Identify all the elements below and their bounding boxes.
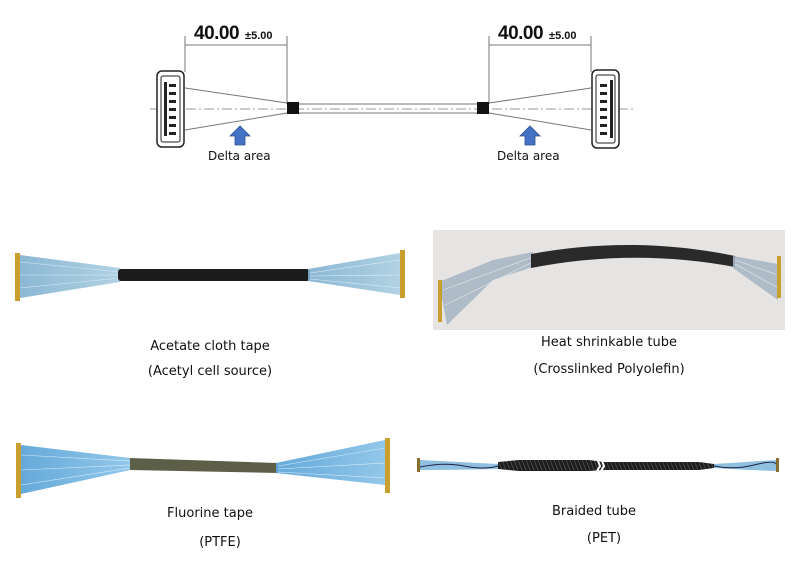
sample-braided-material: (PET) [586, 531, 622, 546]
right-dimension: 40.00 ±5.00 [498, 23, 577, 45]
braided-cable-photo [417, 455, 779, 477]
right-up-arrow-icon [519, 125, 541, 146]
right-dimension-value: 40.00 [498, 23, 544, 44]
left-dimension-tolerance: ±5.00 [245, 30, 273, 42]
right-delta-label: Delta area [497, 149, 560, 163]
sample-braided-title: Braided tube [551, 504, 637, 519]
sample-fluorine-title: Fluorine tape [167, 506, 253, 521]
left-dimension: 40.00 ±5.00 [194, 23, 273, 45]
sample-fluorine-material: (PTFE) [199, 535, 241, 550]
sample-heat-shrink-material: (Crosslinked Polyolefin) [533, 362, 685, 377]
sample-acetate-material: (Acetyl cell source) [147, 364, 273, 379]
sample-heat-shrink-title: Heat shrinkable tube [540, 335, 678, 350]
acetate-cable-photo [15, 250, 405, 301]
left-up-arrow-icon [229, 125, 251, 146]
right-dimension-tolerance: ±5.00 [549, 30, 577, 42]
fluorine-cable-photo [16, 438, 390, 498]
left-delta-label: Delta area [208, 149, 271, 163]
heat-shrink-cable-photo [438, 244, 781, 325]
right-connector-icon [591, 69, 620, 149]
left-dimension-value: 40.00 [194, 23, 240, 44]
sample-acetate-title: Acetate cloth tape [150, 339, 270, 354]
left-connector-icon [156, 70, 185, 148]
cable-drawing [150, 36, 635, 149]
